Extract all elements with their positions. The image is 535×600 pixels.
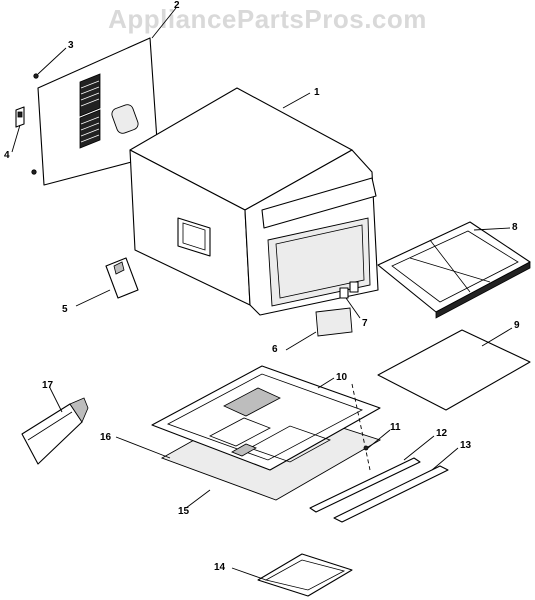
callout-5: 5 — [62, 304, 68, 315]
callout-2: 2 — [174, 0, 180, 11]
part-tube — [21, 397, 89, 465]
part-rail — [309, 457, 421, 513]
callout-10: 10 — [336, 372, 348, 383]
part-drip-tray — [257, 553, 353, 597]
callout-15: 15 — [178, 506, 190, 517]
callout-8: 8 — [512, 222, 518, 233]
part-pad — [315, 307, 353, 337]
part-bracket — [15, 106, 25, 128]
callout-12: 12 — [436, 428, 448, 439]
callout-16: 16 — [100, 432, 112, 443]
part-cabinet-wrapper — [129, 87, 379, 316]
part-access-cover — [105, 257, 139, 299]
part-base-frame — [151, 365, 381, 471]
part-blocks — [339, 281, 359, 299]
part-tray — [377, 221, 531, 319]
callout-1: 1 — [314, 87, 320, 98]
callout-3: 3 — [68, 40, 74, 51]
callout-labels: 1 2 3 4 5 6 7 8 9 10 11 12 13 14 15 16 1… — [4, 0, 520, 573]
watermark: AppliancePartsPros.com — [108, 4, 427, 34]
callout-13: 13 — [460, 440, 472, 451]
part-strip — [333, 465, 449, 523]
callout-4: 4 — [4, 150, 10, 161]
callout-7: 7 — [362, 318, 368, 329]
leader-lines — [11, 7, 513, 581]
callout-9: 9 — [514, 320, 520, 331]
callout-14: 14 — [214, 562, 226, 573]
part-sheet — [377, 329, 531, 411]
callout-6: 6 — [272, 344, 278, 355]
callout-17: 17 — [42, 380, 54, 391]
callout-11: 11 — [390, 422, 401, 433]
